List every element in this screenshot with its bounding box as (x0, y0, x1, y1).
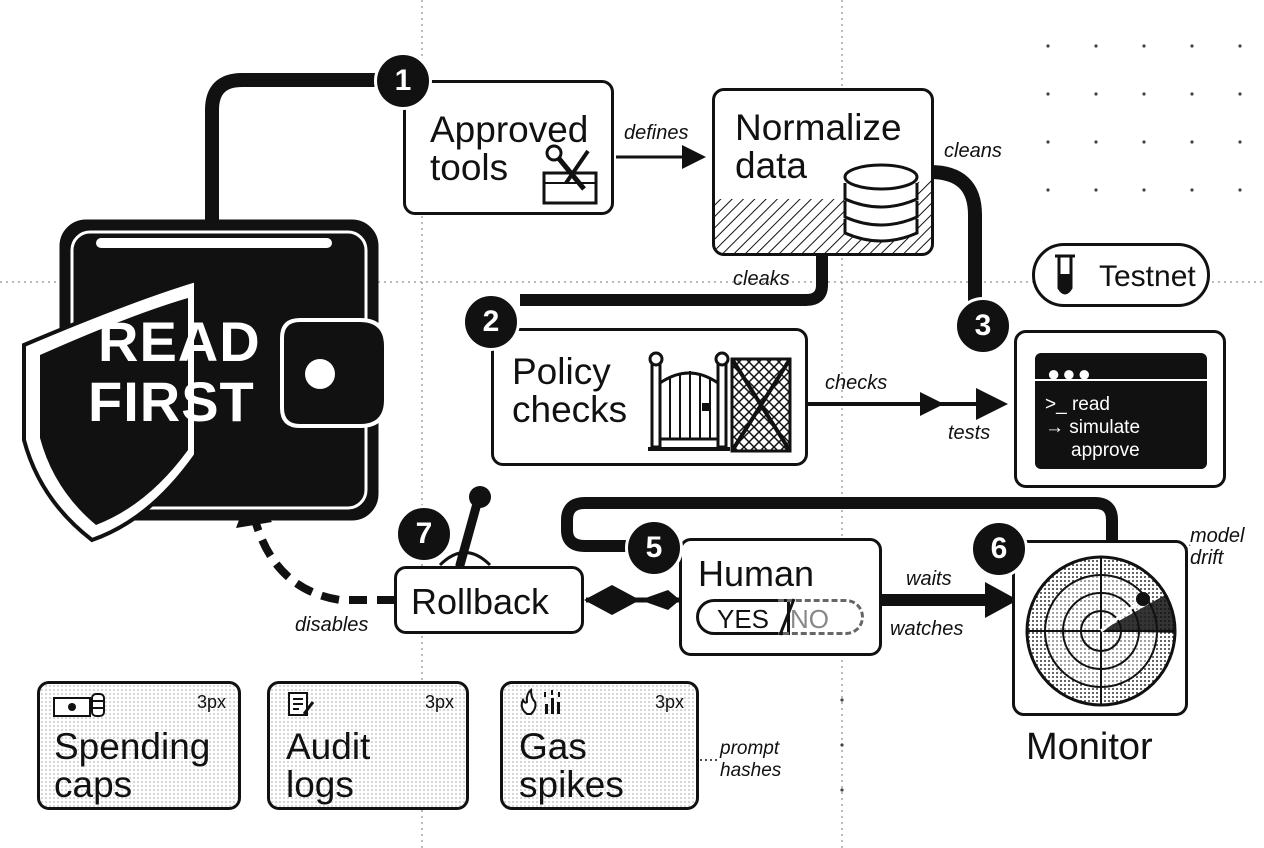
spending-caps-card[interactable]: 3px Spending caps (37, 681, 241, 810)
cleans-connector (929, 165, 982, 305)
toolbox-icon (542, 144, 598, 205)
spending-caps-size: 3px (196, 692, 226, 712)
step-2-badge: 2 (462, 293, 520, 351)
flame-bars-icon (520, 688, 560, 715)
yes-label: YES (717, 604, 770, 634)
disables-label: disables (295, 614, 369, 636)
wallet-to-tools-connector (205, 73, 375, 225)
step-7-badge: 7 (395, 505, 453, 563)
tests-label: tests (948, 422, 991, 444)
testnet-terminal-node[interactable]: ●●● >_ read → simulate approve (1014, 330, 1226, 488)
checks-label: checks (825, 372, 888, 394)
defines-label: defines (624, 122, 689, 144)
gate-icon (648, 351, 792, 453)
audit-logs-card[interactable]: 3px Audit logs (267, 681, 469, 810)
rollback-diamond-icon (584, 585, 640, 615)
cleaks-connector (520, 256, 828, 306)
no-button[interactable]: NO (778, 599, 864, 635)
audit-logs-size: 3px (424, 692, 454, 712)
testnet-label: Testnet (1099, 260, 1196, 293)
approved-tools-title: Approved tools (430, 109, 589, 188)
terminal-line-read: >_ read (1045, 394, 1110, 415)
step-5-badge: 5 (625, 519, 683, 577)
policy-checks-title: Policy checks (512, 351, 628, 430)
test-tube-icon (1055, 254, 1075, 295)
step-6-badge: 6 (970, 520, 1028, 578)
window-dots-icon: ●●● (1047, 361, 1093, 386)
terminal-divider (1035, 379, 1207, 381)
radar-icon (1025, 555, 1177, 707)
human-approval-node[interactable]: Human YES NO (679, 538, 882, 656)
gas-spikes-card[interactable]: 3px Gas spikes (500, 681, 699, 810)
database-icon (843, 163, 919, 243)
normalize-data-node[interactable]: Normalize data (712, 88, 934, 256)
normalize-data-title: Normalize data (735, 107, 902, 186)
document-pen-icon (288, 692, 315, 716)
gas-spikes-title: Gas spikes (519, 726, 624, 805)
cash-coins-icon (53, 693, 105, 717)
step-1-badge: 1 (374, 52, 432, 110)
prompt-hashes-label: prompt hashes (720, 738, 782, 781)
cleaks-label: cleaks (733, 268, 790, 290)
terminal-window: ●●● >_ read → simulate approve (1035, 353, 1207, 469)
monitor-caption: Monitor (1026, 726, 1153, 768)
step-3-badge: 3 (954, 297, 1012, 355)
wallet-title-line2: FIRST (88, 370, 255, 433)
terminal-line-simulate: → simulate (1045, 417, 1141, 438)
feedback-loop-connector (561, 497, 1118, 552)
human-title: Human (698, 553, 815, 594)
rollback-label: Rollback (411, 581, 550, 622)
gas-spikes-size: 3px (654, 692, 684, 712)
slash-divider (778, 598, 796, 636)
waits-label: waits (906, 568, 952, 590)
audit-logs-title: Audit logs (286, 726, 371, 805)
monitor-node[interactable] (1012, 540, 1188, 716)
testnet-tag[interactable]: Testnet (1032, 243, 1210, 307)
policy-checks-node[interactable]: Policy checks (491, 328, 808, 466)
cleans-label: cleans (944, 140, 1002, 162)
approved-tools-node[interactable]: Approved tools (403, 80, 614, 215)
model-drift-label: model drift (1190, 525, 1245, 569)
terminal-text: >_ read → simulate approve (1045, 393, 1140, 462)
wallet-title-line1: READ (98, 310, 261, 373)
watches-label: watches (890, 618, 964, 640)
disables-connector (251, 518, 395, 604)
spending-caps-title: Spending caps (54, 726, 211, 805)
rollback-button[interactable]: Rollback (394, 566, 584, 634)
terminal-line-approve: approve (1071, 440, 1140, 461)
wallet-title: READ FIRST (88, 312, 288, 432)
no-label: NO (790, 604, 829, 634)
